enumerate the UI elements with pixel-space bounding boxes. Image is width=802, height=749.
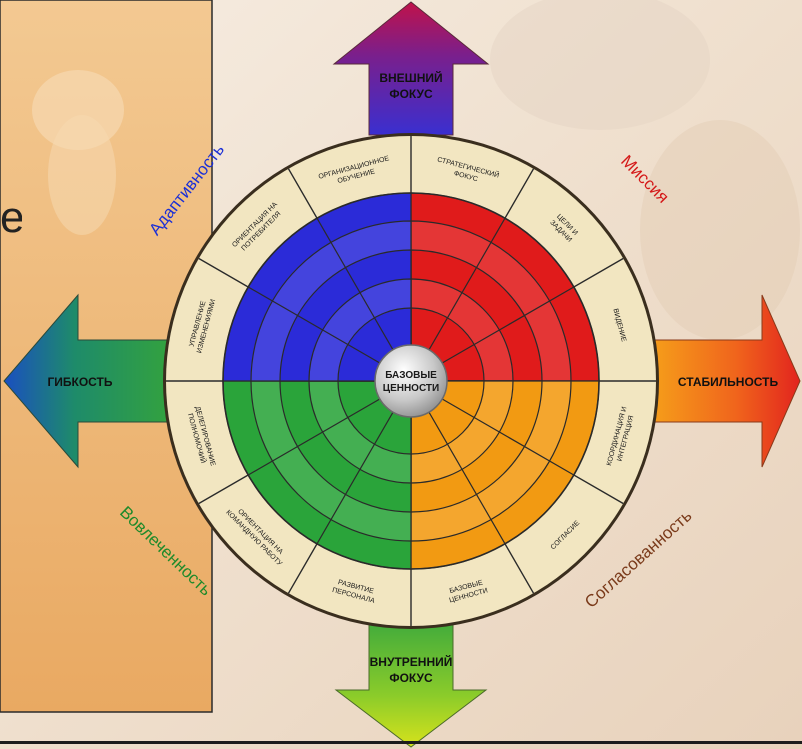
arrow-down [334,619,488,748]
arrow-up [332,1,490,136]
axis-bottom-line2: ФОКУС [389,671,433,685]
slide-bottom-rule [0,741,802,744]
center-label-line2: ЦЕННОСТИ [383,383,439,394]
segment-divider [247,398,381,476]
background-decor [640,120,800,340]
quadrant-rings [222,192,600,570]
background-decor [490,0,710,130]
arrow-right [641,294,801,468]
axis-top-line1: ВНЕШНИЙ [379,70,442,85]
color-ring-border [222,192,600,570]
axis-top-line2: ФОКУС [389,87,433,101]
axis-labels: ВНЕШНИЙ ФОКУС ВНУТРЕННИЙ ФОКУС ГИБКОСТЬ … [47,70,778,685]
center-label-line1: БАЗОВЫЕ [385,370,437,381]
segment-divider [441,398,575,476]
axis-bottom-line1: ВНУТРЕННИЙ [370,654,453,669]
axis-right-label: СТАБИЛЬНОСТЬ [678,375,779,389]
arrow-left [3,293,181,469]
segment-divider [316,411,394,545]
panel-decor [48,115,116,235]
segment-divider [247,286,381,364]
segment-divider [441,286,575,364]
axis-arrows [3,1,801,748]
segment-divider [428,411,506,545]
slide-edge-text: е [0,196,22,240]
segment-divider [316,217,394,351]
center-core [374,344,448,418]
axis-left-label: ГИБКОСТЬ [47,375,112,389]
segment-divider [428,217,506,351]
